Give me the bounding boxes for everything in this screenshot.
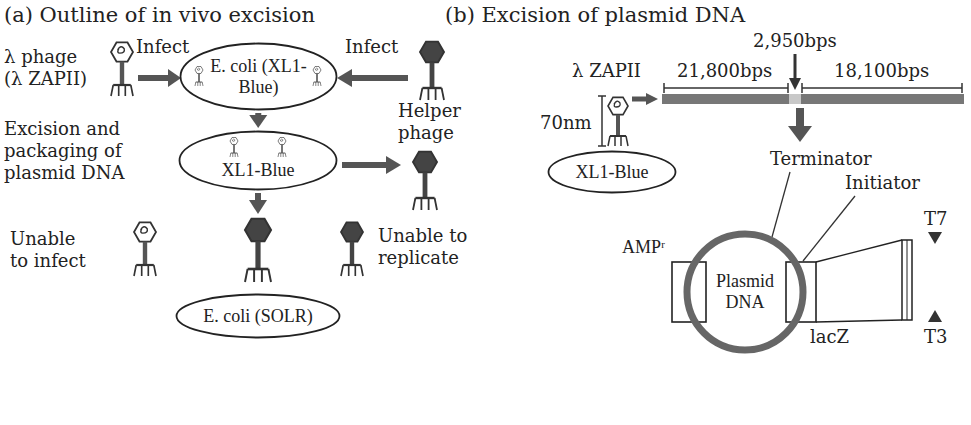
- text-label: T3: [924, 326, 947, 348]
- cell-outline: [181, 44, 337, 110]
- node-text: E. coli (SOLR): [203, 306, 313, 327]
- lambda-phage-icon: [134, 222, 156, 276]
- packaged-phage-icon: [245, 219, 271, 282]
- cell-outline: [549, 152, 676, 193]
- text-label: AMPʳ: [622, 236, 665, 258]
- insert-site-line: [907, 240, 908, 320]
- text-label: 70nm: [540, 112, 592, 134]
- promoter-triangle: [928, 232, 942, 244]
- text-label: lacZ: [810, 326, 849, 348]
- text-label: (λ ZAPII): [4, 68, 87, 90]
- text-label: Unable to replicate: [378, 225, 478, 269]
- block-arrow: [337, 69, 408, 87]
- block-arrow: [342, 156, 401, 174]
- text-label: (a) Outline of in vivo excision: [4, 2, 315, 29]
- leader-line: [803, 196, 855, 261]
- cell-outline: [180, 132, 337, 190]
- text-label: Unable to infect: [10, 228, 90, 272]
- cell-outline: [177, 295, 340, 338]
- text-label: λ phage: [4, 46, 77, 68]
- dimension-lines: [664, 83, 962, 93]
- node-text: E. coli (XL1-Blue): [207, 56, 311, 98]
- helper-phage-icon: [420, 42, 444, 100]
- text-label: 2,950bps: [753, 30, 837, 52]
- small-arrow: [789, 54, 801, 90]
- helper-phage-icon: [413, 152, 437, 210]
- cell-ellipse: XL1-Blue: [178, 130, 338, 191]
- insert-site-box: [902, 240, 912, 320]
- text-label: Infect: [345, 36, 398, 58]
- lambda-phage-icon: [608, 97, 628, 146]
- block-arrow: [138, 69, 181, 87]
- text-label: Terminator: [770, 148, 872, 170]
- size-bracket: [598, 96, 606, 146]
- insert-segment: [789, 94, 801, 104]
- node-text: Plasmid DNA: [705, 271, 785, 313]
- small-phage-icon: [313, 67, 321, 86]
- lambda-phage-icon: [111, 42, 133, 96]
- node-text: XL1-Blue: [222, 160, 295, 181]
- arrow-head: [249, 115, 267, 128]
- block-arrow: [249, 113, 267, 128]
- helper-phage-icon: [341, 222, 363, 276]
- node-text: XL1-Blue: [576, 162, 649, 183]
- text-label: Excision and packaging of plasmid DNA: [4, 118, 154, 184]
- text-label: Initiator: [845, 172, 920, 194]
- plasmid-circle: Plasmid DNA: [683, 230, 807, 354]
- text-label: 21,800bps: [677, 60, 772, 82]
- leader-line: [772, 172, 790, 237]
- text-label: (b) Excision of plasmid DNA: [445, 2, 745, 29]
- block-arrow: [788, 108, 812, 142]
- text-label: T7: [924, 208, 947, 230]
- phage-dna-bar: [662, 94, 964, 104]
- small-phage-icon: [230, 138, 238, 157]
- cell-ellipse: XL1-Blue: [547, 150, 677, 194]
- small-phage-icon: [195, 67, 203, 86]
- expansion-line: [816, 240, 902, 262]
- text-label: Infect: [136, 36, 189, 58]
- promoter-triangle: [928, 310, 942, 322]
- small-phage-icon: [278, 138, 286, 157]
- cell-ellipse: E. coli (SOLR): [175, 293, 341, 339]
- expansion-line: [816, 320, 902, 322]
- plasmid-ring: [687, 234, 803, 350]
- cell-ellipse: E. coli (XL1-Blue): [179, 42, 338, 111]
- text-label: 18,100bps: [834, 60, 929, 82]
- block-arrow: [632, 93, 658, 105]
- block-arrow: [249, 193, 267, 214]
- text-label: λ ZAPII: [572, 60, 641, 82]
- text-label: Helper phage: [398, 100, 478, 144]
